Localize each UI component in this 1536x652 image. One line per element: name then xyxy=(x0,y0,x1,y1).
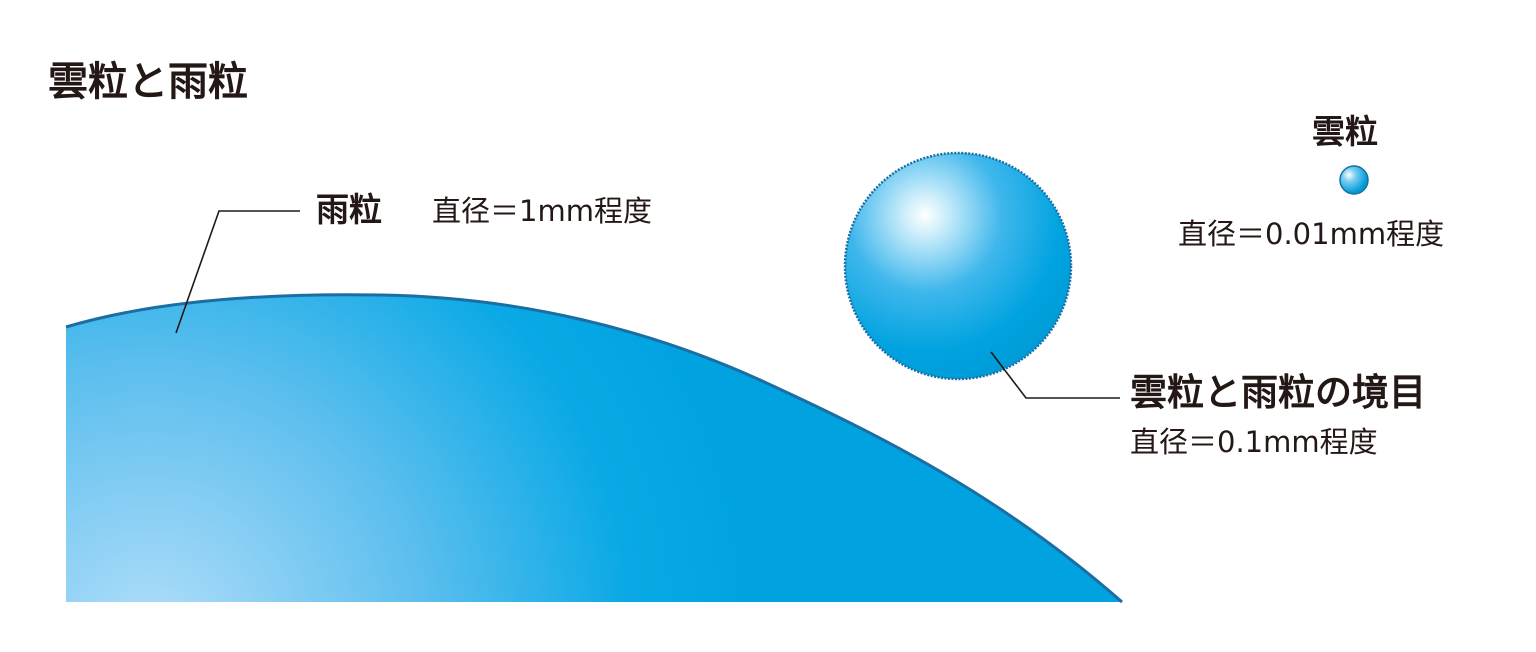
cloud-droplet-size-label: 直径＝0.01mm程度 xyxy=(1178,217,1445,251)
raindrop-label: 雨粒 xyxy=(316,190,382,229)
cloud-droplet-sphere xyxy=(1339,165,1369,195)
boundary-droplet-label: 雲粒と雨粒の境目 xyxy=(1130,371,1426,414)
boundary-leader-line xyxy=(990,351,1120,399)
cloud-droplet-label: 雲粒 xyxy=(1312,112,1378,151)
raindrop-leader-line xyxy=(175,210,300,334)
raindrop-shape xyxy=(66,294,1122,602)
boundary-droplet-size-label: 直径＝0.1mm程度 xyxy=(1130,425,1378,459)
diagram-title: 雲粒と雨粒 xyxy=(48,59,248,105)
raindrop-size-label: 直径＝1mm程度 xyxy=(432,194,652,228)
boundary-droplet-sphere xyxy=(843,151,1073,381)
raindrop-outline xyxy=(65,293,1123,604)
